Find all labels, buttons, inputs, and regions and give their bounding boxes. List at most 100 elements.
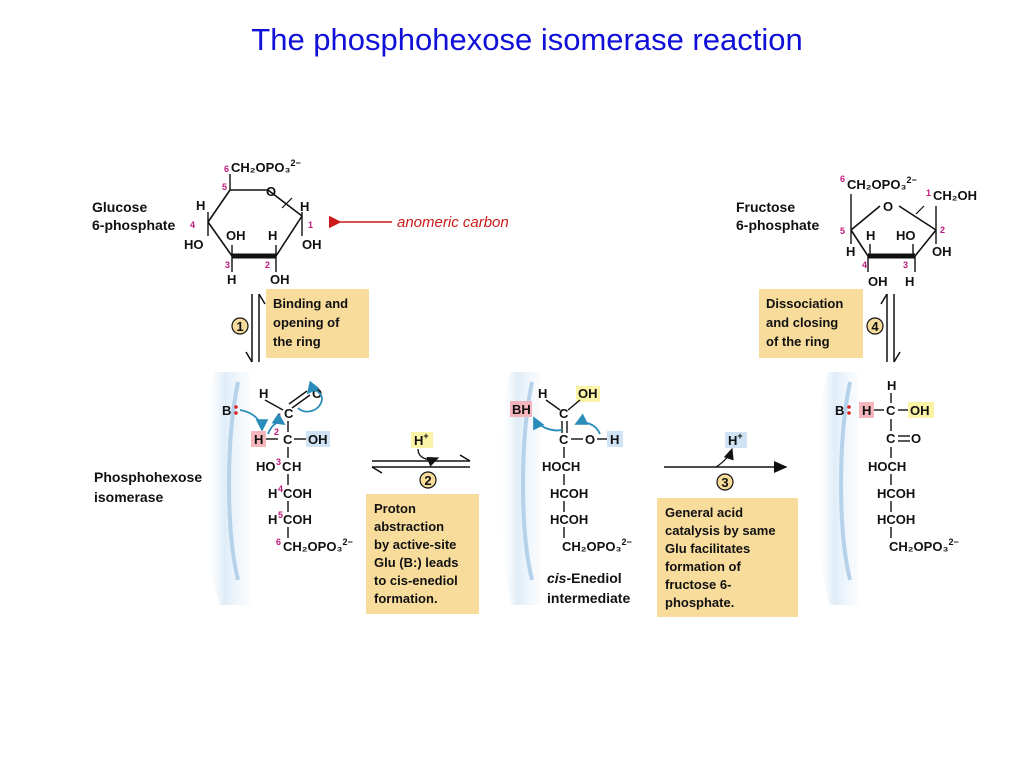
svg-text:H: H: [292, 459, 301, 474]
svg-text:4: 4: [871, 319, 879, 334]
svg-text:OH: OH: [302, 237, 322, 252]
svg-text:O: O: [585, 432, 595, 447]
svg-text:formation.: formation.: [374, 591, 438, 606]
svg-text:5: 5: [278, 510, 283, 520]
svg-text:C: C: [282, 459, 292, 474]
step-4-box: Dissociation and closing of the ring: [759, 289, 863, 358]
svg-text:H: H: [862, 403, 871, 418]
svg-text:COH: COH: [283, 486, 312, 501]
svg-text:Binding and: Binding and: [273, 296, 348, 311]
svg-text:H: H: [610, 432, 619, 447]
svg-text:Dissociation: Dissociation: [766, 296, 843, 311]
svg-text:1: 1: [277, 412, 282, 422]
svg-text:2: 2: [265, 260, 270, 270]
svg-text:H: H: [846, 244, 855, 259]
svg-text:OH: OH: [270, 272, 290, 287]
svg-text:HCOH: HCOH: [877, 486, 915, 501]
svg-text:HO: HO: [184, 237, 204, 252]
glucose-6-phosphate: Glucose 6-phosphate 6 CH₂OPO₃2− 5 O H 4 …: [92, 158, 322, 287]
enzyme-label: Phosphohexose isomerase: [94, 469, 202, 505]
svg-text:by active-site: by active-site: [374, 537, 456, 552]
svg-text:catalysis by same: catalysis by same: [665, 523, 776, 538]
svg-text:H: H: [887, 378, 896, 393]
svg-text:opening of: opening of: [273, 315, 340, 330]
svg-text:3: 3: [276, 457, 281, 467]
svg-text:CH₂OPO₃2−: CH₂OPO₃2−: [283, 537, 353, 554]
svg-text:H: H: [866, 228, 875, 243]
svg-text:OH: OH: [932, 244, 952, 259]
enzyme-glow: [203, 372, 858, 605]
svg-text:5: 5: [222, 182, 227, 192]
svg-text:COH: COH: [283, 512, 312, 527]
svg-text:1: 1: [926, 188, 931, 198]
svg-text:6: 6: [840, 174, 845, 184]
svg-text:formation of: formation of: [665, 559, 741, 574]
intermediate-label: cis-Enediol intermediate: [547, 570, 630, 606]
svg-text:6: 6: [276, 537, 281, 547]
svg-text:CH₂OH: CH₂OH: [933, 188, 977, 203]
svg-text:to cis-enediol: to cis-enediol: [374, 573, 458, 588]
svg-text:phosphate.: phosphate.: [665, 595, 734, 610]
svg-text:3: 3: [721, 475, 728, 490]
svg-text:2: 2: [940, 225, 945, 235]
step-2-number: 2: [419, 471, 437, 489]
equilibrium-arrow-1: [245, 293, 266, 363]
svg-text:2: 2: [274, 427, 279, 437]
svg-text:5: 5: [840, 226, 845, 236]
step-1-box: Binding and opening of the ring: [266, 289, 369, 358]
glucose-label-2: 6-phosphate: [92, 217, 175, 233]
svg-text:the ring: the ring: [273, 334, 321, 349]
glucose-label-1: Glucose: [92, 199, 147, 215]
svg-text:OH: OH: [578, 386, 598, 401]
svg-text:isomerase: isomerase: [94, 489, 163, 505]
svg-text:CH₂OPO₃2−: CH₂OPO₃2−: [847, 175, 917, 192]
svg-text:Phosphohexose: Phosphohexose: [94, 469, 202, 485]
equilibrium-arrow-2: H+: [371, 431, 471, 474]
svg-text:HCOH: HCOH: [877, 512, 915, 527]
svg-text:BH: BH: [512, 402, 531, 417]
svg-text:HOCH: HOCH: [868, 459, 906, 474]
svg-text:Glu facilitates: Glu facilitates: [665, 541, 750, 556]
svg-text:H: H: [259, 386, 268, 401]
svg-text:1: 1: [308, 220, 313, 230]
svg-text:CH₂OPO₃2−: CH₂OPO₃2−: [889, 537, 959, 554]
step-2-box: Proton abstraction by active-site Glu (B…: [366, 494, 479, 614]
equilibrium-arrow-4: [880, 293, 901, 363]
svg-text:OH: OH: [868, 274, 888, 289]
svg-text:OH: OH: [910, 403, 930, 418]
svg-text:and closing: and closing: [766, 315, 838, 330]
svg-text:H: H: [268, 486, 277, 501]
svg-text:OH: OH: [226, 228, 246, 243]
svg-text:fructose 6-: fructose 6-: [665, 577, 731, 592]
svg-text:intermediate: intermediate: [547, 590, 630, 606]
step-3-box: General acid catalysis by same Glu facil…: [657, 498, 798, 617]
svg-text:O: O: [883, 199, 893, 214]
svg-text:C: C: [559, 432, 569, 447]
svg-text:H: H: [300, 199, 309, 214]
step-4-number: 4: [866, 317, 884, 335]
svg-text:H: H: [905, 274, 914, 289]
svg-text:H: H: [268, 512, 277, 527]
svg-text:H: H: [227, 272, 236, 287]
svg-text:O: O: [911, 431, 921, 446]
svg-text:HO: HO: [256, 459, 276, 474]
svg-text:of the ring: of the ring: [766, 334, 830, 349]
anomeric-carbon-label: anomeric carbon: [397, 214, 509, 231]
svg-text:4: 4: [862, 260, 867, 270]
svg-text:C: C: [559, 406, 569, 421]
fructose-6-phosphate: Fructose 6-phosphate 6 CH₂OPO₃2− 1 CH₂OH…: [736, 174, 977, 289]
svg-text:HO: HO: [896, 228, 916, 243]
svg-text:C: C: [284, 406, 294, 421]
svg-text:HOCH: HOCH: [542, 459, 580, 474]
svg-text:Proton: Proton: [374, 501, 416, 516]
step-1-number: 1: [231, 317, 249, 335]
svg-text:CH₂OPO₃2−: CH₂OPO₃2−: [562, 537, 632, 554]
svg-text:CH₂OPO₃2−: CH₂OPO₃2−: [231, 158, 301, 175]
svg-text:H: H: [254, 432, 263, 447]
svg-text:B: B: [222, 403, 231, 418]
svg-text:OH: OH: [308, 432, 328, 447]
svg-text:abstraction: abstraction: [374, 519, 444, 534]
svg-text:H: H: [268, 228, 277, 243]
svg-text:C: C: [886, 431, 896, 446]
